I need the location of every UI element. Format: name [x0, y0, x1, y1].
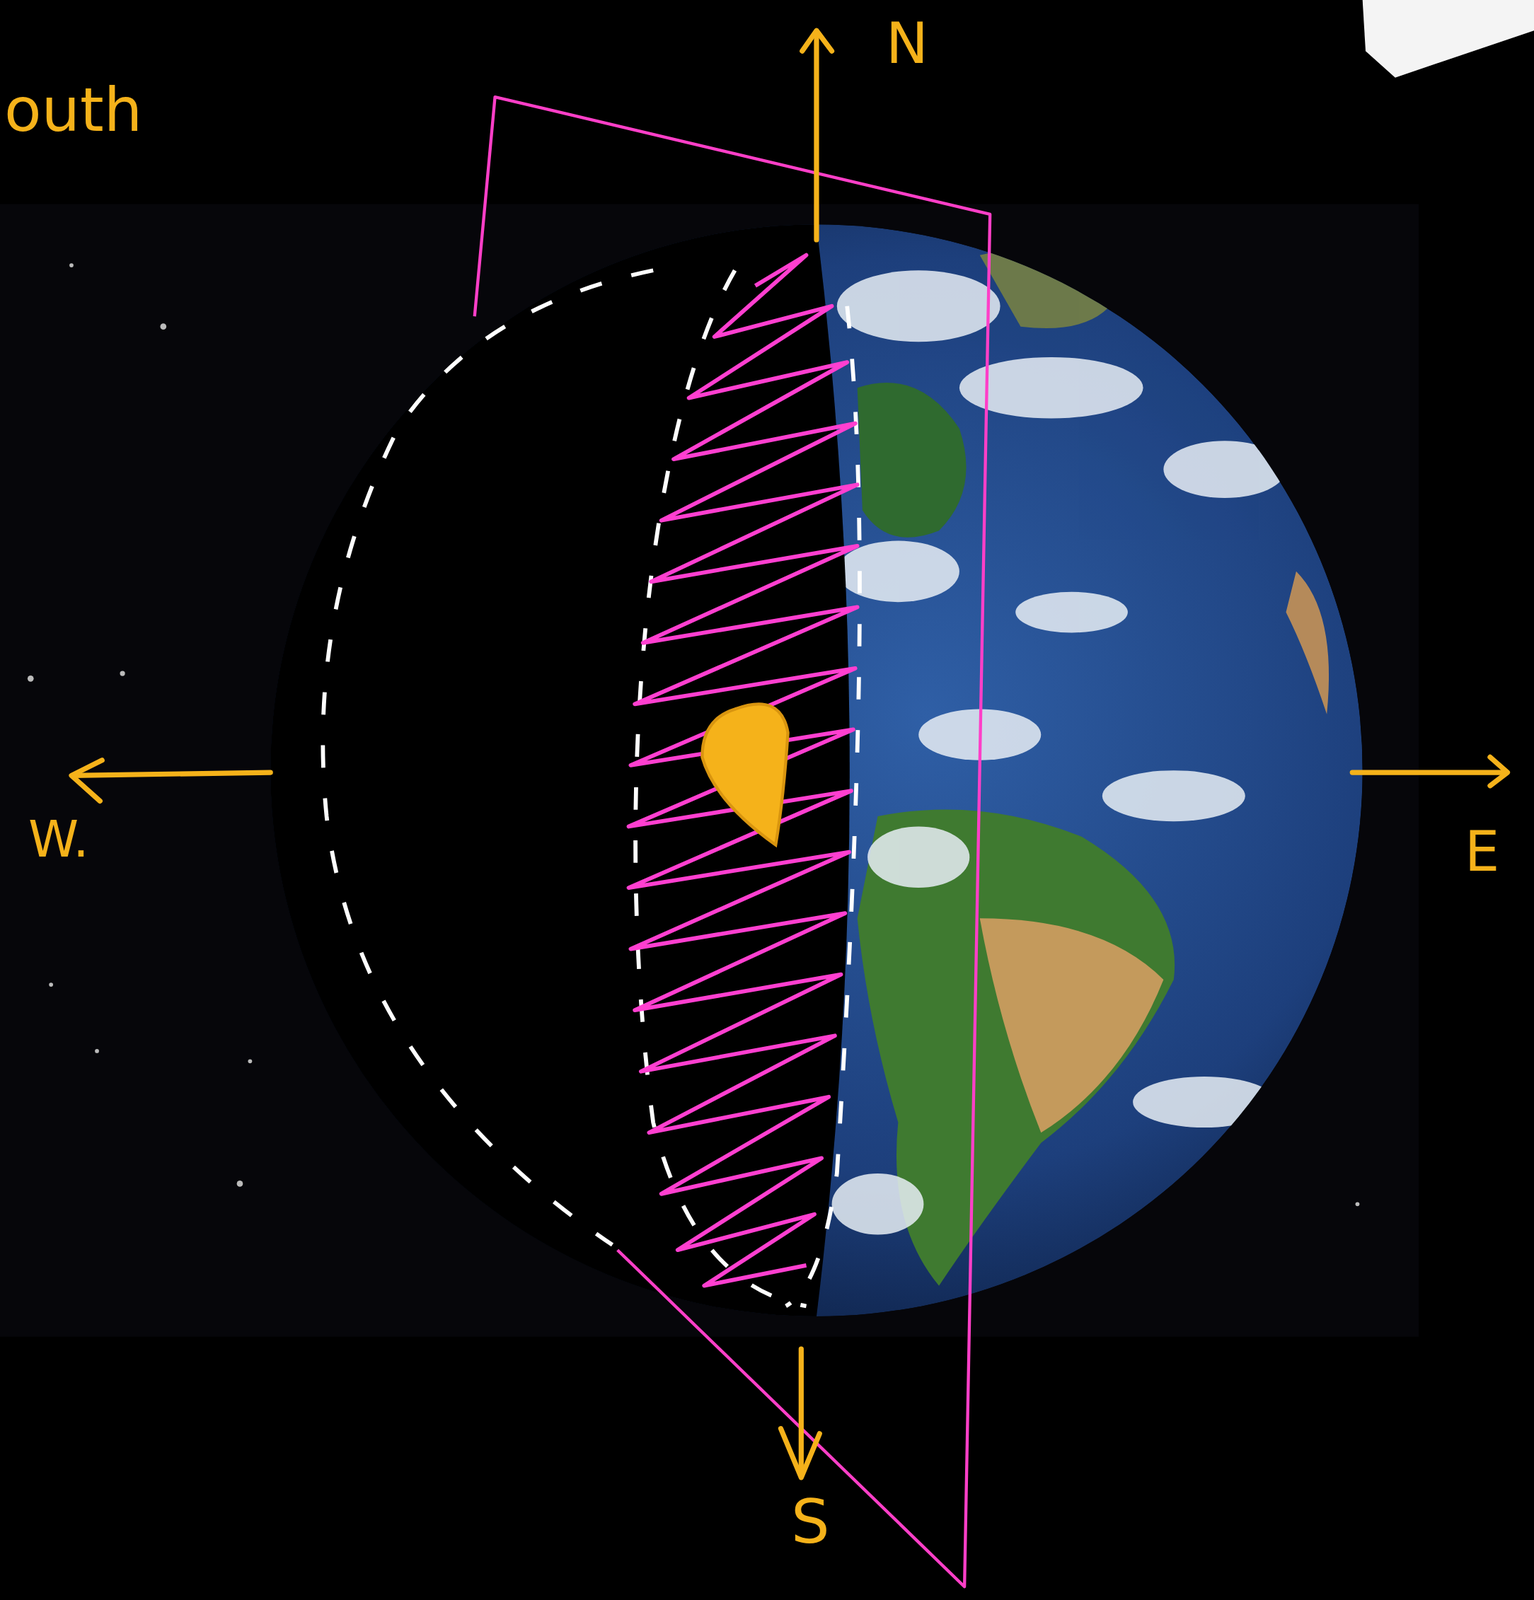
- hatched-band: [629, 255, 858, 1287]
- direction-arrows: [71, 30, 1508, 1479]
- earth-night: [270, 224, 850, 1317]
- west-label: W.: [28, 813, 90, 865]
- paper-corner: [1362, 0, 1534, 78]
- meridian-plane: [474, 96, 990, 1588]
- dashed-meridian: [786, 306, 860, 1307]
- east-label: E: [1464, 824, 1500, 880]
- north-label: N: [885, 15, 929, 73]
- heading-fragment: outh: [4, 79, 143, 141]
- sun-spot: [701, 704, 788, 845]
- dashed-meridian: [322, 270, 654, 1246]
- dashed-meridian: [635, 270, 806, 1307]
- south-label: S: [791, 1491, 830, 1553]
- photo-ground: [0, 204, 1419, 1338]
- earth-day: [270, 224, 1363, 1317]
